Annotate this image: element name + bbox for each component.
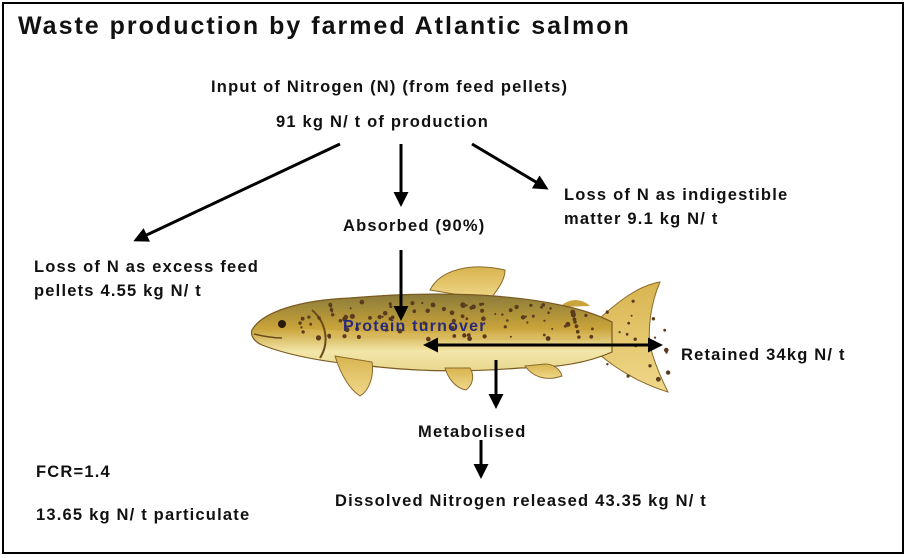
protein-turnover-label: Protein turnover [343, 318, 487, 336]
retained-label: Retained 34kg N/ t [681, 346, 846, 365]
fish-spot [413, 309, 417, 313]
pectoral-fin [335, 356, 373, 396]
fish-spot [521, 315, 525, 319]
fish-spot [317, 316, 320, 319]
dissolved-nitrogen-label: Dissolved Nitrogen released 43.35 kg N/ … [335, 492, 707, 511]
fish-spot [577, 335, 580, 338]
fish-spot [632, 300, 635, 303]
loss-excess-feed-line1: Loss of N as excess feed [34, 255, 259, 279]
fish-eye [278, 320, 286, 328]
page-title: Waste production by farmed Atlantic salm… [18, 12, 631, 41]
fish-spot [606, 311, 609, 314]
fish-spot [634, 338, 637, 341]
fish-spot [663, 329, 666, 332]
arrow-to-indigestible [472, 144, 546, 188]
fish-spot [360, 300, 365, 305]
fish-spot [631, 315, 633, 317]
particulate-label: 13.65 kg N/ t particulate [36, 506, 250, 525]
fish-spot [627, 322, 630, 325]
fish-spot [526, 321, 528, 323]
fish-spot [648, 364, 651, 367]
fish-spot [309, 323, 312, 326]
fish-spot [619, 331, 621, 333]
fish-spot [575, 324, 579, 328]
fish-spot [509, 308, 513, 312]
fish-spot [479, 303, 482, 306]
fish-spot [383, 311, 388, 316]
input-nitrogen-label: Input of Nitrogen (N) (from feed pellets… [211, 78, 568, 97]
metabolised-label: Metabolised [418, 423, 527, 442]
fish-spot [506, 319, 509, 322]
fish-spot [480, 309, 484, 313]
fish-spot [411, 301, 415, 305]
fish-spot [626, 333, 629, 336]
fish-spot [501, 313, 503, 315]
fish-spot [565, 322, 570, 327]
fish-spot [307, 316, 310, 319]
fish-spot [450, 311, 455, 316]
fish-spot [547, 311, 550, 314]
fish-spot [546, 336, 551, 341]
fish-spot [421, 302, 423, 304]
fish-spot [426, 337, 431, 342]
pelvic-fin [445, 368, 473, 390]
fish-spot [656, 377, 661, 382]
loss-indigestible-line1: Loss of N as indigestible [564, 183, 788, 207]
fish-spot [532, 315, 535, 318]
fish-spot [331, 313, 334, 316]
fish-spot [543, 320, 545, 322]
loss-indigestible-line2: matter 9.1 kg N/ t [564, 207, 719, 231]
fish-spot [540, 306, 543, 309]
fish-spot [460, 302, 465, 307]
fish-spot [654, 337, 656, 339]
fish-spot [469, 306, 473, 310]
fish-spot [466, 304, 468, 306]
fish-spot [301, 330, 304, 333]
fish-spot [339, 319, 342, 322]
fcr-label: FCR=1.4 [36, 463, 111, 482]
fish-spot [551, 328, 553, 330]
fish-spot [589, 335, 593, 339]
fish-spot [301, 317, 305, 321]
fish-spot [442, 307, 446, 311]
fish-spot [584, 314, 587, 317]
fish-spot [331, 310, 333, 312]
absorbed-label: Absorbed (90%) [343, 217, 485, 236]
fish-spot [389, 302, 392, 305]
fish-spot [627, 375, 630, 378]
fish-spot [494, 313, 496, 315]
loss-excess-feed-line2: pellets 4.55 kg N/ t [34, 279, 202, 303]
fish-spot [652, 317, 655, 320]
fish-spot [504, 325, 507, 328]
fish-spot [571, 312, 576, 317]
fish-spot [300, 326, 302, 328]
fish-spot [316, 335, 321, 340]
fish-spot [328, 336, 331, 339]
fish-spot [591, 328, 594, 331]
fish-spot [665, 351, 667, 353]
fish-spot [573, 320, 577, 324]
fish-spot [525, 316, 527, 318]
fish-spot [298, 321, 301, 324]
fish-spot [529, 304, 532, 307]
fish-spot [549, 307, 552, 310]
fish-spot [329, 305, 332, 308]
fish-spot [467, 336, 472, 341]
fish-spot [431, 303, 436, 308]
fish-spot [515, 305, 519, 309]
fish-spot [576, 330, 580, 334]
arrow-to-excess-feed [136, 144, 340, 240]
fish-spot [510, 336, 512, 338]
fish-spot [389, 305, 392, 308]
fish-spot [606, 363, 608, 365]
fish-spot [350, 307, 352, 309]
fish-spot [666, 370, 670, 374]
input-production-value: 91 kg N/ t of production [276, 113, 489, 132]
fish-spot [426, 309, 430, 313]
fish-spot [543, 334, 546, 337]
